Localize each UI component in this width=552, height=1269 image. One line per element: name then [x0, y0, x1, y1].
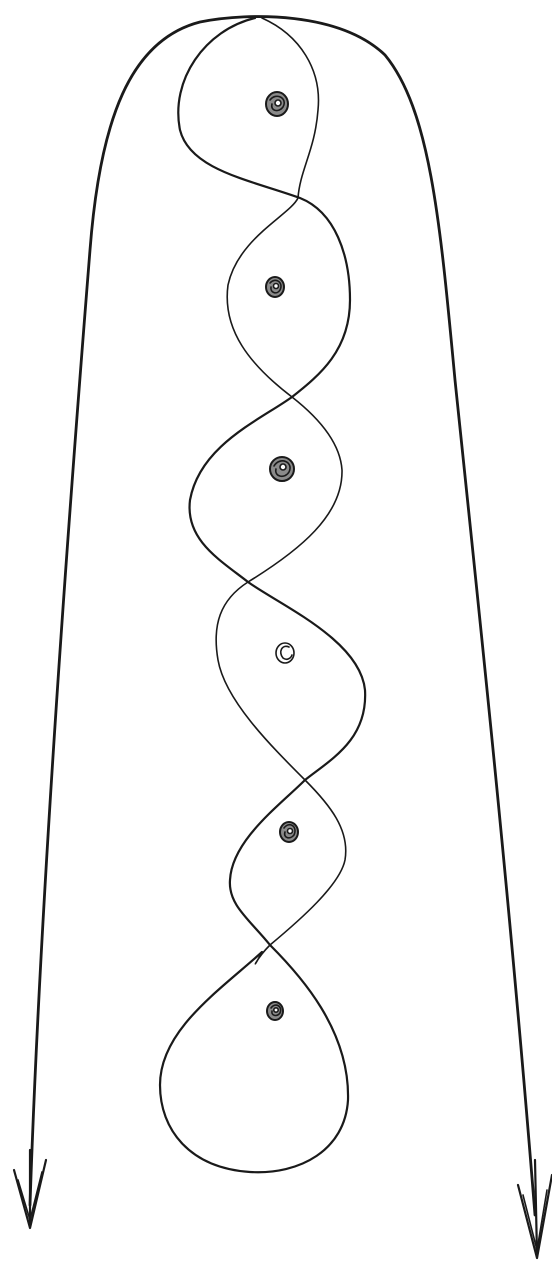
braid-strand-a	[160, 18, 365, 1172]
marker-2	[266, 277, 284, 297]
marker-1	[266, 92, 288, 116]
right-arrow-icon	[518, 1160, 552, 1258]
braid-strand-b	[216, 18, 346, 964]
left-arrow-icon	[14, 1150, 46, 1228]
marker-4	[276, 643, 294, 663]
outer-arch-line	[30, 17, 535, 1215]
marker-3	[270, 457, 294, 481]
marker-6	[267, 1002, 283, 1020]
marker-5	[280, 822, 298, 842]
